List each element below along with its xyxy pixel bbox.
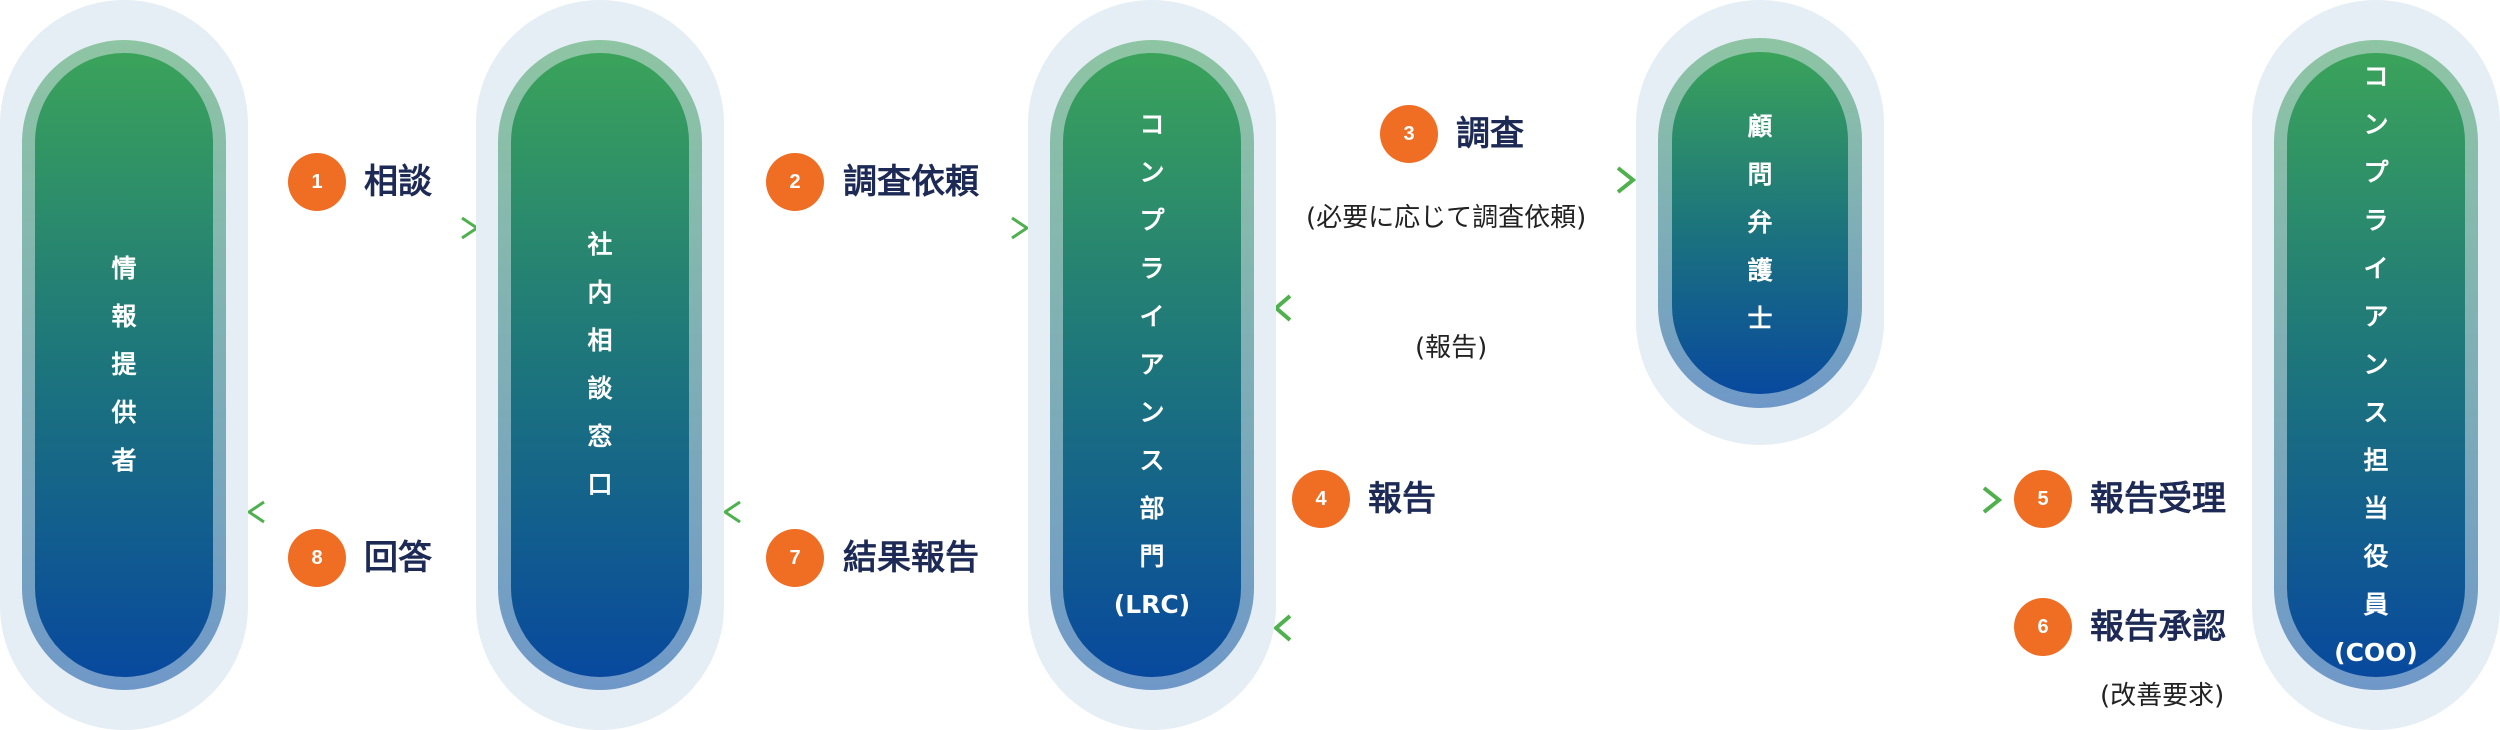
arrow-step-3 xyxy=(1276,166,1637,194)
lawyer-report-note: (報告) xyxy=(1415,333,1488,363)
node-informant: 情 報 提 供 者 xyxy=(0,0,248,730)
step-label-2: 調査依頼 xyxy=(843,162,979,202)
step-badge-6: 6 xyxy=(2014,598,2072,656)
node-label: 顧 問 弁 護 士 xyxy=(1747,112,1773,333)
step-label-8: 回答 xyxy=(364,538,432,578)
step-label-1: 相談 xyxy=(364,162,432,202)
step-badge-5: 5 xyxy=(2014,470,2072,528)
step-note-3: (必要に応じて調査依頼) xyxy=(1306,203,1587,233)
arrow-step-6 xyxy=(1272,614,2000,642)
node-officer: コ ン プ ラ イ ア ン ス 担 当 役 員 (COO) xyxy=(2252,0,2500,730)
step-label-4: 報告 xyxy=(1368,479,1436,519)
node-pill: 情 報 提 供 者 xyxy=(35,53,213,677)
node-lawyer: 顧 問 弁 護 士 xyxy=(1636,0,1884,445)
node-label: 情 報 提 供 者 xyxy=(111,254,137,475)
node-pill: 顧 問 弁 護 士 xyxy=(1672,52,1848,394)
step-badge-8: 8 xyxy=(288,529,346,587)
arrow-step-8 xyxy=(246,500,476,524)
step-label-7: 結果報告 xyxy=(843,538,979,578)
arrow-step-4 xyxy=(1458,486,2003,514)
arrow-step-7 xyxy=(722,500,1028,524)
node-pill: コ ン プ ラ イ ア ン ス 部 門 (LRC) xyxy=(1063,53,1241,677)
arrow-step-1 xyxy=(248,216,480,240)
node-desk: 社 内 相 談 窓 口 xyxy=(476,0,724,730)
node-label: コ ン プ ラ イ ア ン ス 担 当 役 員 (COO) xyxy=(2334,62,2418,667)
step-note-6: (改善要求) xyxy=(2100,681,2225,711)
node-compliance-dept: コ ン プ ラ イ ア ン ス 部 門 (LRC) xyxy=(1028,0,1276,730)
step-badge-1: 1 xyxy=(288,153,346,211)
arrow-step-2 xyxy=(724,216,1030,240)
arrow-lawyer-report xyxy=(1272,294,1636,322)
step-label-3: 調査 xyxy=(1456,114,1524,154)
step-label-6: 報告承認 xyxy=(2090,607,2226,647)
step-badge-2: 2 xyxy=(766,153,824,211)
step-badge-3: 3 xyxy=(1380,105,1438,163)
node-pill: コ ン プ ラ イ ア ン ス 担 当 役 員 (COO) xyxy=(2287,53,2465,677)
step-label-5: 報告受理 xyxy=(2090,479,2226,519)
step-badge-4: 4 xyxy=(1292,470,1350,528)
step-badge-7: 7 xyxy=(766,529,824,587)
node-label: コ ン プ ラ イ ア ン ス 部 門 (LRC) xyxy=(1113,110,1191,619)
node-label: 社 内 相 談 窓 口 xyxy=(587,230,613,499)
node-pill: 社 内 相 談 窓 口 xyxy=(511,53,689,677)
